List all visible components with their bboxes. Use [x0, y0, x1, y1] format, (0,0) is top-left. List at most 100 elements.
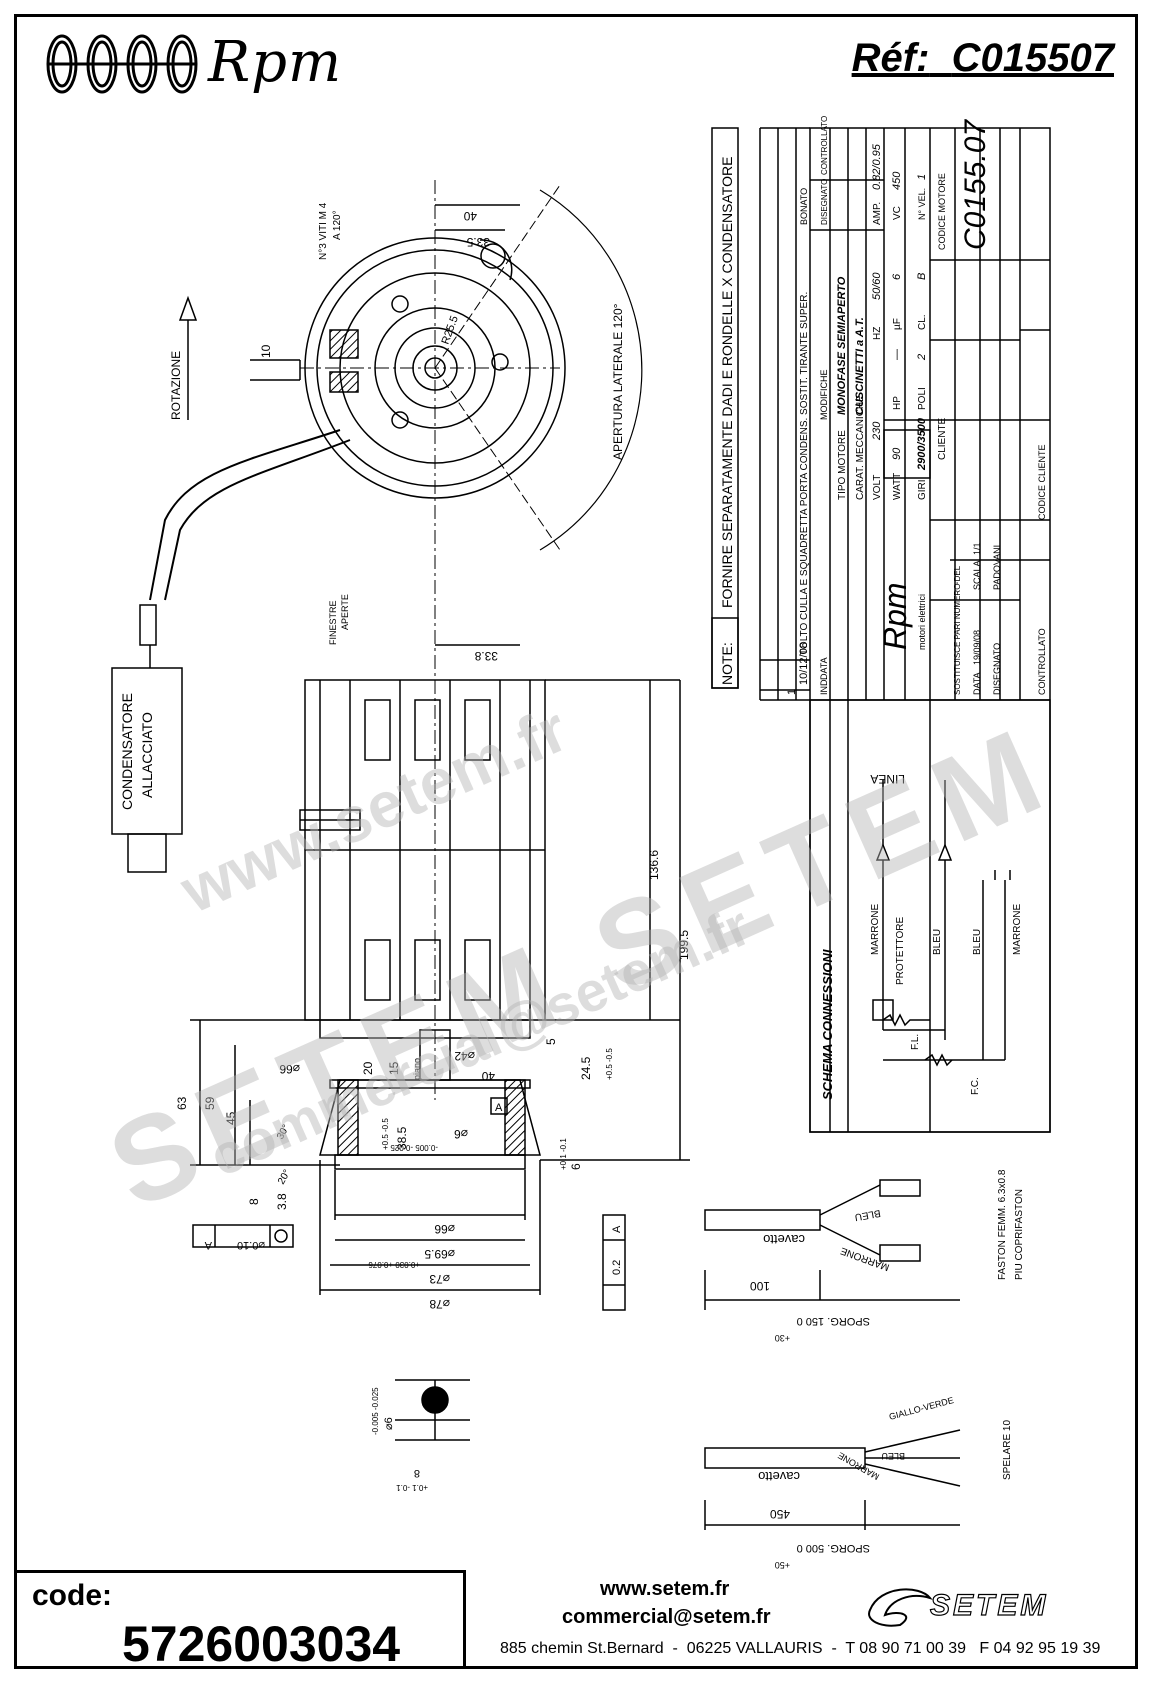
shaft-detail: [395, 1379, 470, 1441]
tol-concentricity: ⌀0.10: [237, 1239, 265, 1251]
schema-title: SCHEMA CONNESSIONI: [820, 949, 835, 1100]
watt-value: 90: [891, 447, 903, 460]
reference-number: Réf: C015507: [851, 36, 1114, 80]
label-faston: FASTON FEMM. 6.3x0.8: [997, 1169, 1008, 1280]
amp-value: 0.82/0.95: [871, 143, 883, 190]
scala-label: SCALA: [972, 560, 982, 590]
dim-10: 10: [259, 344, 273, 358]
label-sporg-500: SPORG. 500 0: [797, 1542, 870, 1554]
disegnato-label: DISEGNATO: [992, 643, 1002, 695]
dim-66-top: ⌀66: [279, 1062, 300, 1076]
label-finestre: FINESTRE: [328, 600, 338, 645]
schema-bleu1: BLEU: [932, 929, 943, 955]
uf-value: 6: [891, 273, 903, 280]
poli-label: POLI: [917, 387, 928, 410]
giri-value: 2900/3500: [916, 417, 928, 471]
dim-66-bottom: ⌀66: [434, 1222, 455, 1236]
dim-33-5-top: 33.5: [466, 235, 490, 249]
label-sporg-150-tol: +30: [775, 1333, 790, 1343]
nvel-value: 1: [916, 174, 928, 180]
tol-6-side: +0.1 -0.1: [559, 1138, 568, 1170]
label-sporg-150: SPORG. 150 0: [797, 1315, 870, 1327]
volt-label: VOLT: [872, 475, 883, 500]
vc-value: 450: [891, 171, 903, 190]
schema-marrone2: MARRONE: [1012, 904, 1023, 955]
dim-5: 5: [544, 1038, 558, 1045]
tol-8-detail: +0.1 -0.1: [396, 1483, 428, 1492]
tol-perpendicularity-datum: A: [611, 1225, 623, 1233]
dim-45: 45: [224, 1111, 238, 1125]
schema-box: [809, 699, 1051, 1133]
dim-40-top: 40: [463, 209, 477, 223]
dim-78: ⌀78: [429, 1297, 450, 1311]
data-label: DATA: [972, 672, 982, 695]
code-box: code: 5726003034: [14, 1570, 466, 1672]
col-ind: IND.: [819, 677, 829, 695]
nvel-label: N° VEL.: [917, 188, 927, 220]
controllato-label: CONTROLLATO: [1037, 628, 1047, 695]
label-sporg-500-tol: +50: [775, 1560, 790, 1570]
vc-label: VC: [892, 206, 903, 220]
dim-38-5: 38.5: [395, 1126, 409, 1150]
rpm-coil-icon: [46, 34, 198, 94]
motor-front-view: [149, 180, 643, 1100]
dim-40-side: 40: [481, 1069, 495, 1083]
hp-value: —: [891, 349, 903, 360]
label-r25: R25.5: [440, 314, 461, 346]
schema-fl: F.L.: [910, 1034, 921, 1050]
code-value: 5726003034: [122, 1616, 401, 1672]
tipo-motore-value: MONOFASE SEMIAPERTO: [836, 276, 848, 415]
tol-38-5: +0.5 -0.5: [381, 1118, 390, 1150]
col-controllato: CONTROLLATO: [820, 116, 829, 175]
dim-73: ⌀73: [429, 1272, 450, 1286]
sostituisce-label: SOSTITUISCE PARI NUMERO DEL: [953, 565, 962, 695]
schema-linea: LINEA: [870, 772, 905, 786]
codice-motore-label: CODICE MOTORE: [937, 173, 947, 250]
label-piano: piano: [412, 1058, 422, 1080]
datum-a: A: [495, 1102, 503, 1114]
poli-value: 2: [916, 354, 928, 361]
dim-30deg: 30°: [275, 1123, 292, 1142]
disegnato-value: PADOVANI: [992, 545, 1002, 590]
col-disegnato: DISEGNATO: [820, 179, 829, 225]
cliente-label: CLIENTE: [937, 417, 948, 460]
revision-description: TOLTO CULLA E SQUADRETTA PORTA CONDENS. …: [799, 292, 810, 655]
watt-label: WATT: [892, 473, 903, 500]
label-aperte: APERTE: [340, 594, 350, 630]
setem-swoosh-icon: [868, 1588, 933, 1627]
tol-6-detail: -0.005 -0.025: [371, 1387, 380, 1435]
dim-450: 450: [770, 1507, 790, 1521]
footer-website[interactable]: www.setem.fr: [600, 1578, 730, 1600]
carat-label: CARAT. MECCANICHE: [855, 395, 866, 500]
sostituisce-value: -: [952, 582, 963, 585]
cable-bare: [704, 1429, 961, 1530]
label-cavetto-1: cavetto: [763, 1232, 805, 1247]
dim-59: 59: [203, 1096, 217, 1110]
dim-136-6: 136.6: [647, 850, 661, 880]
dim-6-detail: ⌀6: [383, 1417, 395, 1430]
codice-cliente-label: CODICE CLIENTE: [1037, 444, 1047, 520]
schema-fc: F.C.: [970, 1077, 981, 1095]
dim-3-8: 3.8: [275, 1193, 289, 1210]
footer-email[interactable]: commercial@setem.fr: [562, 1606, 771, 1628]
motor-side-view: [190, 644, 690, 1311]
drawing-frame: [14, 14, 1138, 1669]
label-condensatore: CONDENSATORE: [119, 693, 135, 810]
label-cavetto-2: cavetto: [758, 1469, 800, 1484]
revision-drawn: BONATO: [799, 188, 809, 225]
dim-69-5: ⌀69.5: [424, 1247, 455, 1261]
codice-motore-value: C0155.07: [959, 119, 992, 250]
dim-8: 8: [247, 1198, 261, 1205]
dim-6-shaft: ⌀6: [454, 1127, 468, 1141]
tol-69-5: +0.030 +0.076: [368, 1260, 420, 1269]
rpm-logo: [46, 34, 198, 94]
label-marrone-wire: MARRONE: [839, 1245, 891, 1273]
carat-value: CUSCINETTI a A.T.: [854, 317, 866, 415]
dim-24-5: 24.5: [579, 1056, 593, 1080]
footer-address: 885 chemin St.Bernard - 06225 VALLAURIS …: [500, 1640, 1101, 1657]
tol-concentricity-datum: A: [204, 1239, 212, 1251]
dim-15: 15: [387, 1061, 401, 1075]
note-text: FORNIRE SEPARATAMENTE DADI E RONDELLE X …: [719, 157, 735, 608]
hz-value: 50/60: [871, 272, 883, 300]
